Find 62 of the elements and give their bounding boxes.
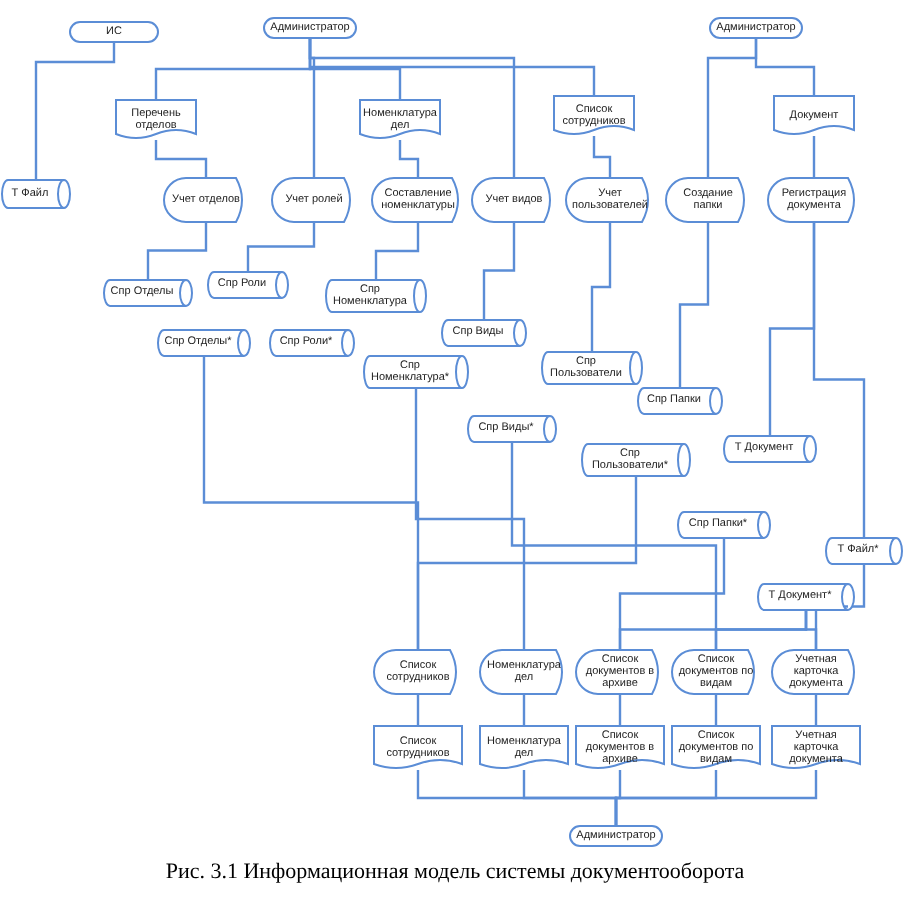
connector-line [812, 222, 866, 537]
process-shape [164, 178, 248, 222]
connector-line [812, 136, 816, 178]
connector-line [34, 42, 116, 180]
terminator-shape [264, 18, 356, 38]
terminator-shape [570, 826, 662, 846]
data-store-cylinder [758, 583, 854, 609]
document-shape [374, 726, 462, 770]
process-shape [374, 650, 462, 694]
process-shape [772, 650, 860, 694]
process-shape [272, 178, 356, 222]
connector-line [618, 694, 622, 726]
process-shape [666, 178, 750, 222]
connector-line [590, 222, 612, 352]
data-store-cylinder [468, 415, 556, 441]
connector-line [308, 38, 516, 178]
document-shape [772, 726, 860, 770]
terminator-shape [710, 18, 802, 38]
document-shape [360, 100, 440, 140]
data-store-cylinder [158, 329, 250, 355]
process-shape [566, 178, 654, 222]
data-store-cylinder [326, 280, 426, 312]
connector-line [678, 222, 710, 387]
connector-line [414, 388, 526, 650]
process-shape [576, 650, 664, 694]
data-store-cylinder [208, 271, 288, 297]
connector-line [614, 770, 818, 826]
data-store-cylinder [638, 387, 722, 413]
connector-line [522, 694, 526, 726]
connector-line [814, 694, 818, 726]
data-store-cylinder [104, 279, 192, 305]
data-store-cylinder [364, 356, 468, 388]
document-shape [576, 726, 664, 770]
document-shape [774, 96, 854, 136]
connector-line [482, 222, 516, 319]
process-shape [768, 178, 860, 222]
connector-line [714, 694, 718, 726]
connector-line [416, 694, 420, 726]
process-shape [472, 178, 556, 222]
process-shape [480, 650, 568, 694]
figure-caption: Рис. 3.1 Информационная модель системы документооборота [165, 860, 745, 884]
document-shape [116, 100, 196, 140]
connector-line [374, 222, 420, 280]
data-store-cylinder [826, 537, 902, 563]
terminator-shape [70, 22, 158, 42]
connector-line [416, 476, 638, 650]
connector-line [706, 38, 758, 178]
connector-line [398, 140, 420, 178]
data-store-cylinder [582, 444, 690, 476]
data-store-cylinder [442, 319, 526, 345]
connector-line [592, 136, 612, 178]
data-store-cylinder [270, 329, 354, 355]
data-store-cylinder [678, 511, 770, 537]
data-store-cylinder [542, 352, 642, 384]
document-shape [480, 726, 568, 770]
data-store-cylinder [2, 180, 70, 208]
connector-line [146, 222, 208, 279]
connector-line [154, 140, 208, 178]
document-shape [554, 96, 634, 136]
process-shape [372, 178, 464, 222]
connector-line [246, 222, 316, 271]
data-store-cylinder [724, 435, 816, 461]
